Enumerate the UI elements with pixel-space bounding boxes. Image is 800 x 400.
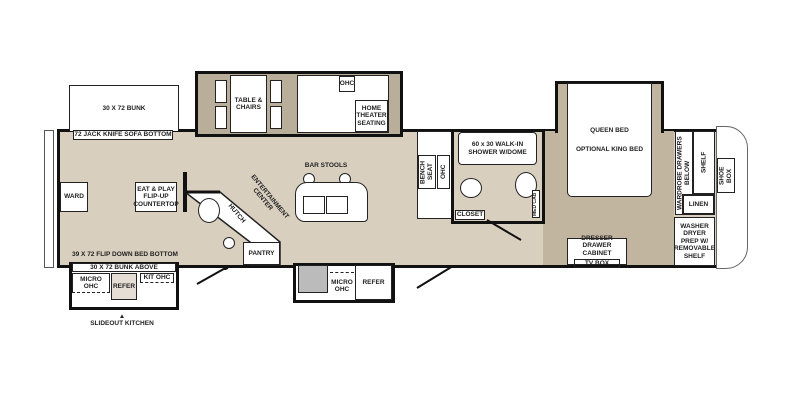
wardrobe-rear: WARD	[60, 182, 88, 212]
chair	[215, 80, 227, 103]
chair	[270, 106, 282, 129]
jack-knife-sofa: 72 JACK KNIFE SOFA BOTTOM	[73, 130, 173, 140]
dresser: DRESSER DRAWER CABINET TV BOX	[567, 235, 627, 269]
chair	[270, 80, 282, 103]
shoe-box: SHOE BOX	[717, 158, 735, 193]
bunk-above: 30 X 72 BUNK ABOVE	[72, 263, 176, 272]
walk-in-shower: 60 x 30 WALK-IN SHOWER W/DOME	[458, 132, 537, 165]
refer: REFER	[355, 265, 392, 300]
bar-stools-label: BAR STOOLS	[304, 162, 348, 169]
bench-seat: BENCH SEAT	[418, 155, 436, 189]
pantry: PANTRY	[243, 242, 280, 265]
closet: CLOSET	[455, 210, 485, 220]
kit-ohc: KIT OHC	[140, 273, 174, 283]
flip-down-bed: 39 X 72 FLIP DOWN BED BOTTOM	[72, 251, 178, 258]
ohc-top: OHC	[339, 76, 355, 92]
table-chairs: TABLE & CHAIRS	[230, 75, 267, 133]
ohc-bench: OHC	[437, 155, 450, 189]
med-cab: MED CAB	[532, 190, 540, 218]
rear-window	[44, 130, 54, 268]
bath-door	[486, 219, 522, 241]
door	[416, 265, 454, 289]
micro-ohc: MICRO OHC	[330, 272, 354, 299]
slideout-kitchen-label: ▲SLIDEOUT KITCHEN	[90, 313, 154, 328]
range-icon	[298, 265, 328, 293]
micro-ohc-left: MICRO OHC	[72, 273, 110, 293]
sink-icon	[303, 196, 325, 214]
sink-icon	[326, 196, 348, 214]
toilet-icon	[460, 178, 482, 198]
kitchen-island	[295, 182, 368, 222]
eat-play-countertop: EAT & PLAY FLIP-UP COUNTERTOP	[133, 182, 179, 212]
sink-icon	[515, 172, 537, 198]
refer-left: REFER	[111, 273, 137, 300]
toilet-icon	[198, 198, 220, 223]
queen-bed: QUEEN BED OPTIONAL KING BED	[567, 83, 652, 197]
washer-dryer-prep: WASHER DRYER PREP W/ REMOVABLE SHELF	[674, 217, 715, 266]
tv-box: TV BOX	[573, 258, 621, 269]
bunk-top: 30 X 72 BUNK	[69, 85, 179, 131]
sink-icon	[223, 237, 235, 249]
home-theater-seating: HOME THEATER SEATING	[355, 100, 388, 132]
entry-door	[196, 265, 230, 285]
front-cap	[716, 126, 748, 269]
chair	[215, 106, 227, 129]
shelf: SHELF	[693, 131, 715, 194]
linen: LINEN	[682, 194, 715, 215]
